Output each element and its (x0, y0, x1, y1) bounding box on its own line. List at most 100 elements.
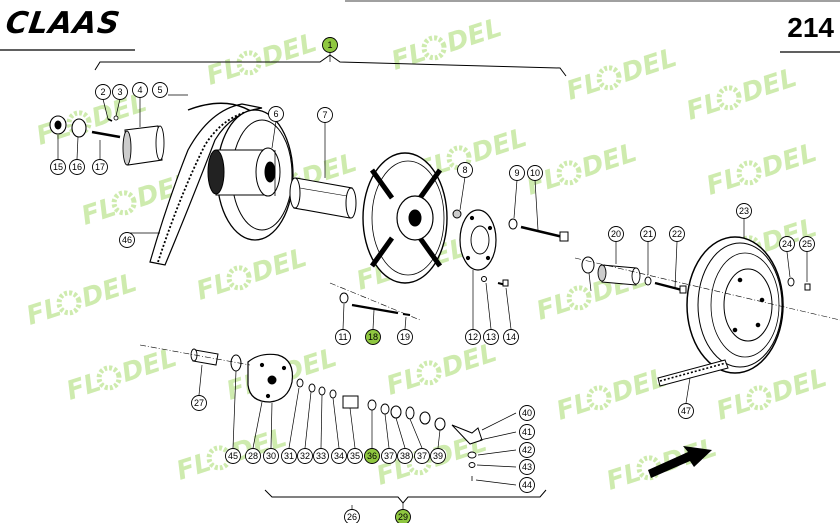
gear-icon (566, 285, 592, 311)
callout-circle (395, 509, 411, 523)
callout-number: 5 (157, 85, 162, 95)
callout-34: 34 (331, 448, 347, 464)
callout-number: 14 (506, 332, 516, 342)
callout-40: 40 (519, 405, 535, 421)
callout-circle (397, 329, 413, 345)
callout-9: 9 (509, 165, 525, 181)
callout-circle (519, 424, 535, 440)
svg-text:DEL: DEL (738, 63, 800, 109)
callout-number: 26 (347, 512, 357, 522)
svg-text:FL: FL (563, 68, 605, 107)
callout-number: 4 (137, 85, 142, 95)
svg-text:FL: FL (173, 448, 215, 487)
callout-number: 27 (194, 398, 204, 408)
callout-20: 20 (608, 226, 624, 242)
callout-number: 1 (327, 40, 332, 50)
callout-circle (799, 236, 815, 252)
watermark-mark: FL DEL (683, 63, 801, 127)
callout-circle (414, 448, 430, 464)
callout-41: 41 (519, 424, 535, 440)
callout-1: 1 (322, 37, 338, 53)
callout-circle (365, 329, 381, 345)
callout-number: 38 (400, 451, 410, 461)
callout-circle (527, 165, 543, 181)
pin-set (339, 292, 411, 316)
callout-circle (519, 442, 535, 458)
callout-number: 37 (384, 451, 394, 461)
svg-text:DEL: DEL (443, 13, 505, 59)
callout-circle (297, 448, 313, 464)
callout-number: 7 (322, 110, 327, 120)
bolt-10 (508, 218, 569, 242)
callout-15: 15 (50, 159, 66, 175)
callout-circle (313, 448, 329, 464)
hub-assembly (362, 152, 462, 284)
callout-32: 32 (297, 448, 313, 464)
callout-circle (608, 226, 624, 242)
callout-circle (457, 162, 473, 178)
callout-number: 18 (368, 332, 378, 342)
callout-13: 13 (483, 329, 499, 345)
watermark-mark: FL DEL (193, 243, 311, 307)
callout-circle (119, 232, 135, 248)
gear-icon (716, 85, 742, 111)
callout-6: 6 (268, 106, 284, 122)
callout-number: 39 (433, 451, 443, 461)
gear-icon (421, 35, 447, 61)
svg-text:DEL: DEL (758, 213, 820, 259)
callout-circle (397, 448, 413, 464)
callout-circle (191, 395, 207, 411)
callout-29: 29 (395, 509, 411, 523)
svg-text:DEL: DEL (578, 138, 640, 184)
callout-number: 16 (72, 162, 82, 172)
callout-number: 47 (681, 406, 691, 416)
callout-number: 41 (522, 427, 532, 437)
callout-42: 42 (519, 442, 535, 458)
callout-27: 27 (191, 395, 207, 411)
svg-text:FL: FL (193, 268, 235, 307)
svg-text:FL: FL (23, 293, 65, 332)
callout-number: 23 (739, 206, 749, 216)
svg-text:FL: FL (703, 163, 745, 202)
callout-circle (281, 448, 297, 464)
svg-text:DEL: DEL (618, 43, 680, 89)
gear-icon (596, 65, 622, 91)
svg-text:DEL: DEL (78, 268, 140, 314)
callout-circle (263, 448, 279, 464)
callout-circle (268, 106, 284, 122)
callout-number: 3 (117, 87, 122, 97)
svg-text:DEL: DEL (118, 343, 180, 389)
callout-circle (519, 459, 535, 475)
callout-circle (503, 329, 519, 345)
upper-pulley (207, 109, 294, 241)
callout-2: 2 (95, 84, 111, 100)
callout-number: 22 (672, 229, 682, 239)
callout-circle (483, 329, 499, 345)
svg-text:DEL: DEL (468, 123, 530, 169)
callout-number: 43 (522, 462, 532, 472)
callout-circle (95, 84, 111, 100)
callout-circle (344, 509, 360, 523)
svg-text:DEL: DEL (248, 243, 310, 289)
callout-number: 31 (284, 451, 294, 461)
gear-icon (226, 265, 252, 291)
gear-icon (56, 290, 82, 316)
callout-5: 5 (152, 82, 168, 98)
callout-circle (152, 82, 168, 98)
callout-21: 21 (640, 226, 656, 242)
callout-4: 4 (132, 82, 148, 98)
callout-circle (347, 448, 363, 464)
callout-number: 30 (266, 451, 276, 461)
callout-35: 35 (347, 448, 363, 464)
svg-text:DEL: DEL (768, 363, 830, 409)
callout-number: 20 (611, 229, 621, 239)
svg-text:FL: FL (683, 88, 725, 127)
callout-14: 14 (503, 329, 519, 345)
small-bolts (481, 276, 509, 287)
callout-number: 42 (522, 445, 532, 455)
